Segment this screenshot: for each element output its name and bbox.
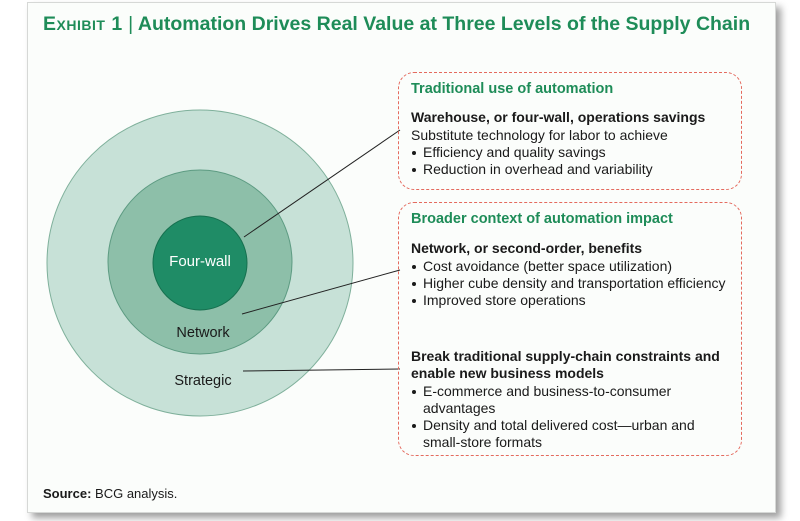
list-item: Reduction in overhead and variability <box>411 161 733 178</box>
box2-section-network: Network, or second-order, benefits Cost … <box>411 240 733 309</box>
list-item: Improved store operations <box>411 292 733 309</box>
title-separator: | <box>128 13 134 35</box>
box2-section-constraints: Break traditional supply-chain constrain… <box>411 348 733 451</box>
exhibit-title-text: Automation Drives Real Value at Three Le… <box>137 13 751 35</box>
list-item: Density and total delivered cost—urban a… <box>411 417 733 451</box>
list-item: Higher cube density and transportation e… <box>411 275 733 292</box>
label-network: Network <box>176 325 230 341</box>
section-intro: Substitute technology for labor to achie… <box>411 127 668 143</box>
box2-heading: Broader context of automation impact <box>411 211 673 227</box>
broader-context-box: Broader context of automation impact Net… <box>398 202 742 456</box>
source-text: BCG analysis. <box>95 486 178 501</box>
connector-four-wall <box>243 129 401 238</box>
box1-heading: Traditional use of automation <box>411 81 614 97</box>
section-title: Warehouse, or four-wall, operations savi… <box>411 109 706 125</box>
bullet-list: Cost avoidance (better space utilization… <box>411 258 733 309</box>
inner-circle-four-wall <box>152 215 248 311</box>
list-item: Cost avoidance (better space utilization… <box>411 258 733 275</box>
bullet-list: Efficiency and quality savings Reduction… <box>411 144 733 178</box>
section-title: Break traditional supply-chain constrain… <box>411 348 720 381</box>
label-four-wall: Four-wall <box>169 253 231 270</box>
connector-strategic <box>242 368 401 372</box>
list-item: Efficiency and quality savings <box>411 144 733 161</box>
label-strategic: Strategic <box>174 373 231 389</box>
traditional-automation-box: Traditional use of automation Warehouse,… <box>398 72 742 190</box>
connector-network <box>241 269 401 315</box>
box1-section-warehouse: Warehouse, or four-wall, operations savi… <box>411 109 733 178</box>
source-note: Source: BCG analysis. <box>43 486 177 501</box>
bullet-list: E-commerce and business-to-consumer adva… <box>411 383 733 451</box>
exhibit-title: Exhibit 1 | Automation Drives Real Value… <box>43 12 753 36</box>
exhibit-number: Exhibit 1 <box>43 13 123 35</box>
source-label: Source: <box>43 486 92 501</box>
section-title: Network, or second-order, benefits <box>411 240 643 256</box>
list-item: E-commerce and business-to-consumer adva… <box>411 383 733 417</box>
